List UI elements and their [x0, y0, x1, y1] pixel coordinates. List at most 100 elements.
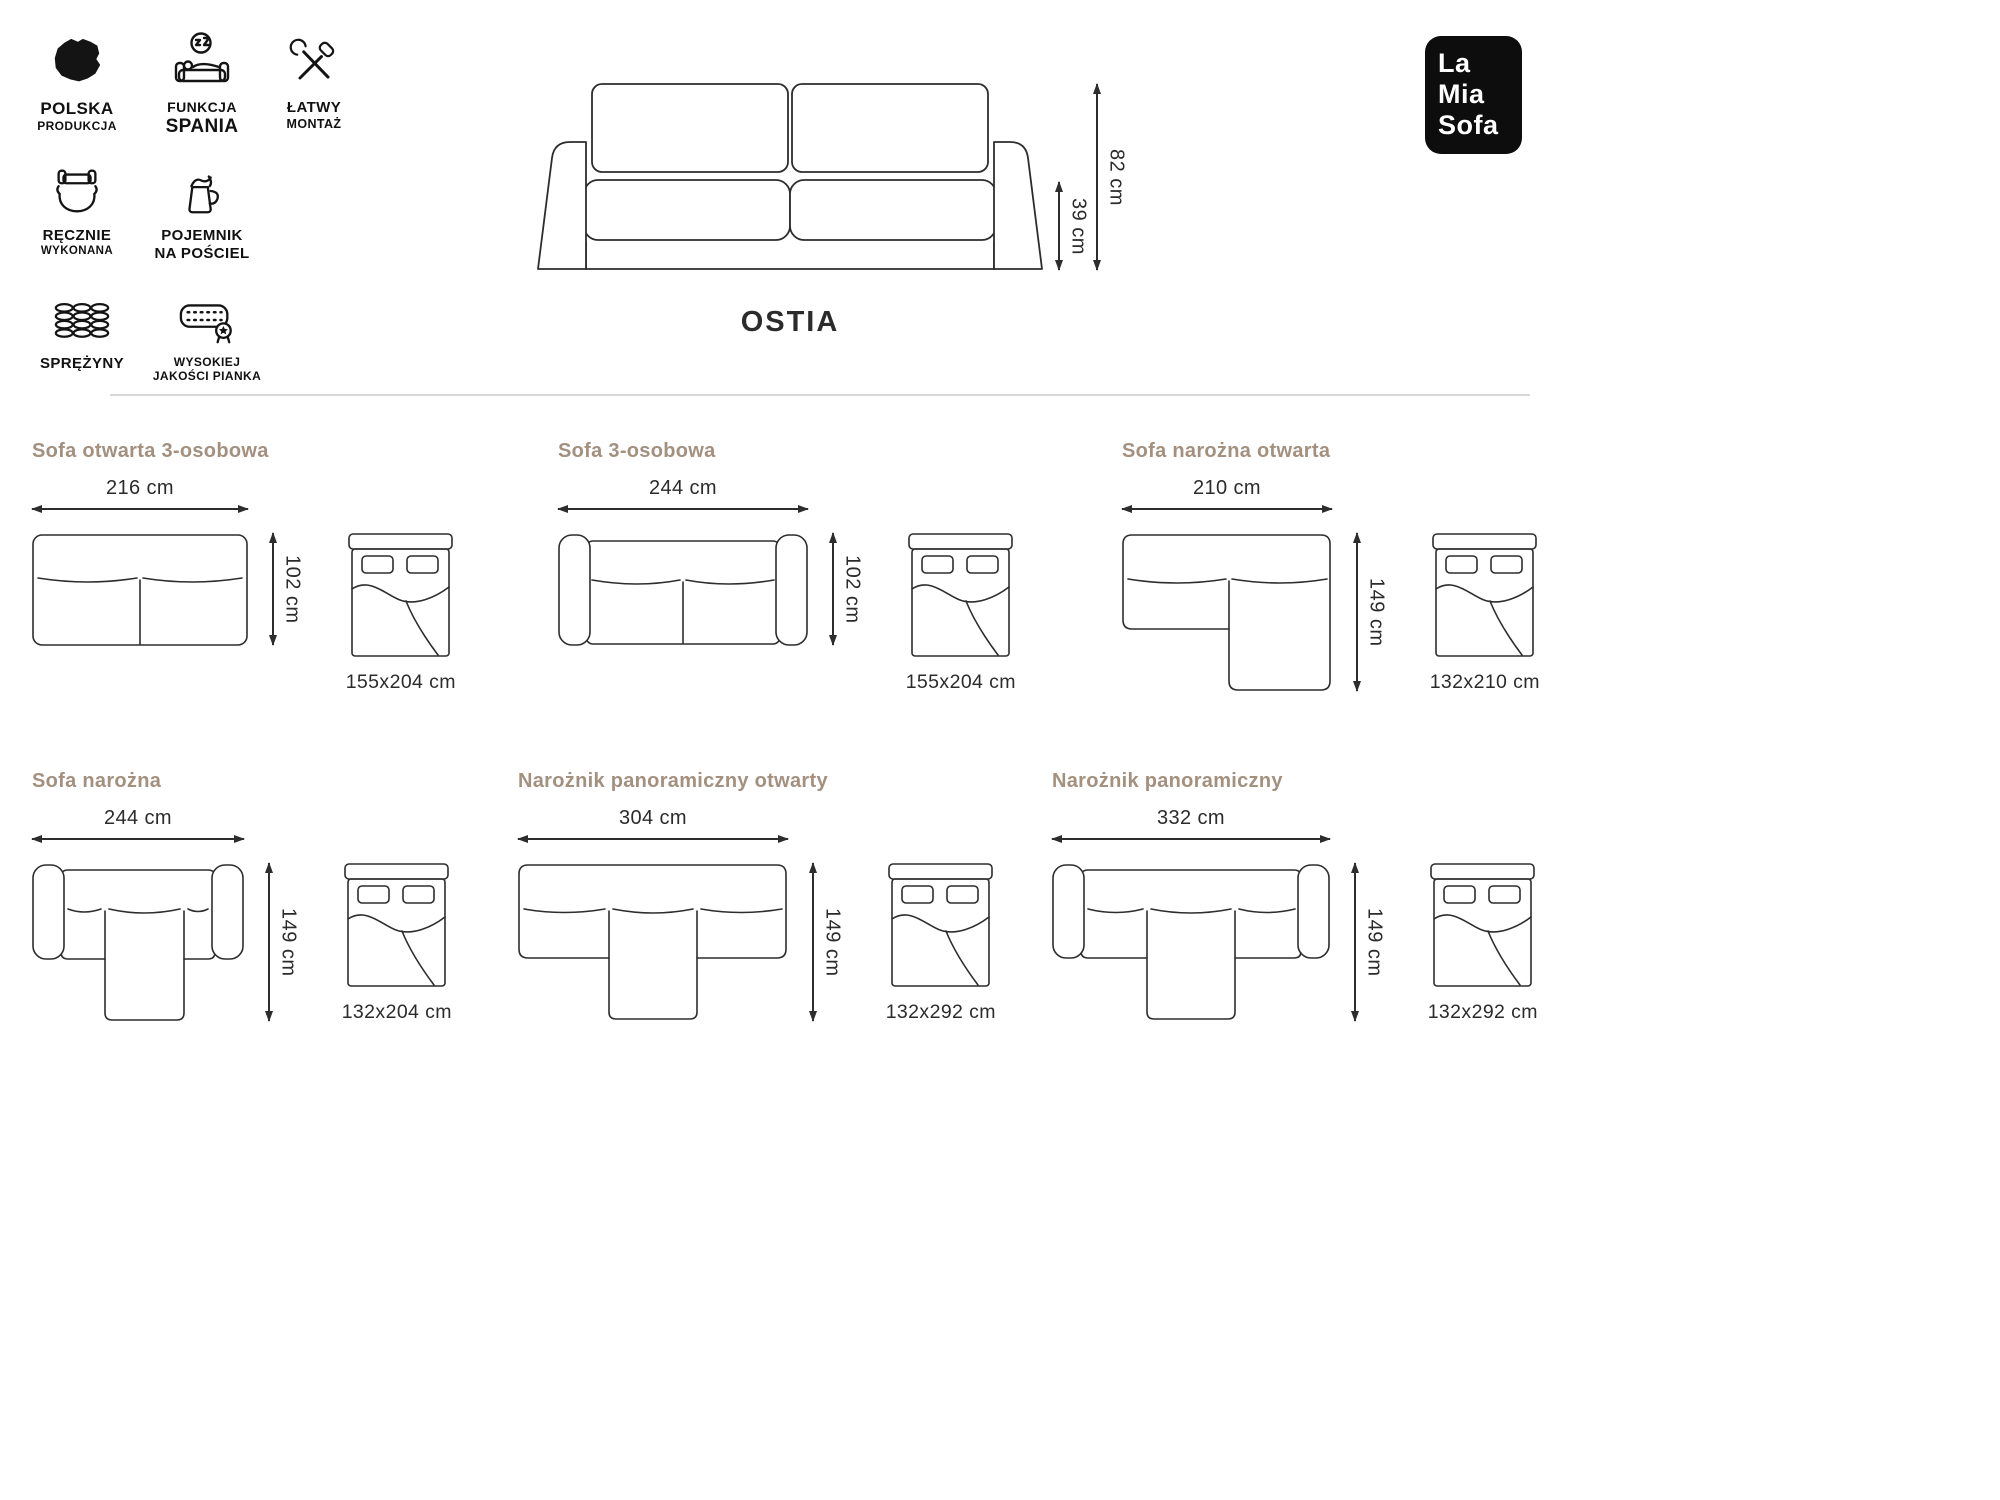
sleep-function-icon: [174, 32, 230, 83]
easy-assembly-tools-icon: [289, 38, 335, 80]
springs-icon: [54, 303, 110, 338]
width-dimension: 216 cm: [32, 477, 248, 510]
logo-line-1: La: [1438, 48, 1471, 78]
feature-label: WYSOKIEJ: [173, 355, 241, 369]
feature-sublabel: WYKONANA: [40, 244, 114, 257]
sofa-top-view-drawing: [32, 533, 248, 646]
bed-size-value: 132x210 cm: [1429, 671, 1540, 693]
seat-height-dimension: 39 cm: [1058, 182, 1090, 270]
width-value: 216 cm: [106, 477, 174, 499]
bed-top-view-drawing: [344, 863, 450, 987]
depth-dimension: 102 cm: [832, 533, 864, 645]
depth-value: 149 cm: [277, 907, 300, 977]
bed-size-value: 155x204 cm: [905, 671, 1016, 693]
feature-pojemnik-na-posciel: POJEMNIK NA POŚCIEL: [142, 158, 262, 262]
variant-card-sofa-otwarta-3-osobowa: Sofa otwarta 3-osobowa 216 cm 102 cm: [32, 440, 456, 694]
depth-dimension: 149 cm: [812, 863, 844, 1021]
feature-label: POLSKA: [40, 99, 114, 118]
sofa-top-view-drawing: [518, 863, 787, 1020]
width-dimension: 244 cm: [32, 807, 244, 840]
feature-sublabel: SPANIA: [165, 115, 239, 137]
feature-latwy-montaz: ŁATWY MONTAŻ: [264, 30, 364, 131]
bed-top-view-drawing: [908, 533, 1014, 657]
bedding-storage-icon: [188, 175, 219, 214]
bed-top-view-drawing: [1430, 863, 1536, 987]
variant-title: Narożnik panoramiczny: [1052, 770, 1283, 792]
bed-size-value: 132x292 cm: [885, 1001, 996, 1023]
handmade-icon: [56, 169, 98, 213]
variant-title: Sofa narożna otwarta: [1122, 440, 1331, 462]
dimension-arrow: [32, 508, 248, 510]
variant-title: Sofa 3-osobowa: [558, 440, 716, 462]
dimension-arrow: [1356, 533, 1358, 691]
depth-dimension: 102 cm: [272, 533, 304, 645]
depth-value: 102 cm: [281, 554, 304, 624]
sofa-top-view-drawing: [558, 533, 808, 646]
seat-height-value: 39 cm: [1067, 197, 1090, 255]
feature-recznie-wykonana: RĘCZNIE WYKONANA: [22, 158, 132, 258]
width-value: 304 cm: [619, 807, 687, 829]
poland-map-icon: [54, 38, 101, 82]
product-title: OSTIA: [740, 306, 840, 338]
feature-sublabel: JAKOŚCI PIANKA: [152, 369, 262, 384]
depth-dimension: 149 cm: [268, 863, 300, 1021]
section-divider: [110, 394, 1530, 396]
total-height-dimension: 82 cm: [1096, 84, 1128, 270]
sofa-top-view-drawing: [1052, 863, 1330, 1020]
variant-title: Sofa otwarta 3-osobowa: [32, 440, 269, 462]
sofa-top-view-drawing: [1122, 533, 1331, 691]
total-height-value: 82 cm: [1105, 148, 1128, 206]
width-dimension: 210 cm: [1122, 477, 1332, 510]
dimension-arrow: [1052, 838, 1330, 840]
depth-value: 149 cm: [1363, 907, 1386, 977]
logo-line-2: Mia: [1438, 78, 1485, 109]
sofa-top-view-drawing: [32, 863, 244, 1021]
feature-label: RĘCZNIE: [42, 227, 112, 244]
variant-card-sofa-narozna-otwarta: Sofa narożna otwarta 210 cm 149 cm: [1122, 440, 1540, 694]
variant-card-naroznik-panoramiczny: Narożnik panoramiczny 332 cm: [1052, 770, 1538, 1024]
feature-polska-produkcja: POLSKA PRODUKCJA: [22, 30, 132, 133]
variant-card-naroznik-panoramiczny-otwarty: Narożnik panoramiczny otwarty 304 cm: [518, 770, 996, 1024]
dimension-arrow: [812, 863, 814, 1021]
width-value: 244 cm: [104, 807, 172, 829]
bed-top-view-drawing: [888, 863, 994, 987]
depth-value: 149 cm: [1365, 577, 1388, 647]
bed-size-value: 155x204 cm: [345, 671, 456, 693]
variant-card-sofa-3-osobowa: Sofa 3-osobowa 244 cm 102 cm: [558, 440, 1016, 694]
dimension-arrow: [1058, 182, 1060, 270]
bed-size-value: 132x292 cm: [1427, 1001, 1538, 1023]
bed-top-view-drawing: [348, 533, 454, 657]
sofa-front-view-svg: [537, 83, 1043, 270]
depth-dimension: 149 cm: [1356, 533, 1388, 691]
width-dimension: 244 cm: [558, 477, 808, 510]
logo-line-3: Sofa: [1438, 109, 1499, 140]
dimension-arrow: [268, 863, 270, 1021]
depth-dimension: 149 cm: [1354, 863, 1386, 1021]
dimension-arrow: [272, 533, 274, 645]
feature-funkcja-spania: FUNKCJA SPANIA: [142, 30, 262, 138]
dimension-arrow: [558, 508, 808, 510]
feature-sublabel: MONTAŻ: [286, 116, 342, 131]
dimension-arrow: [32, 838, 244, 840]
depth-value: 102 cm: [841, 554, 864, 624]
depth-value: 149 cm: [821, 907, 844, 977]
feature-label: ŁATWY: [286, 99, 342, 116]
dimension-arrow: [518, 838, 788, 840]
width-dimension: 332 cm: [1052, 807, 1330, 840]
dimension-arrow: [1122, 508, 1332, 510]
sofa-front-view-drawing: [530, 72, 1050, 277]
variant-card-sofa-narozna: Sofa narożna 244 cm: [32, 770, 452, 1024]
dimension-arrow: [832, 533, 834, 645]
feature-wysokiej-jakosci-pianka: WYSOKIEJ JAKOŚCI PIANKA: [148, 286, 266, 383]
bed-top-view-drawing: [1432, 533, 1538, 657]
width-dimension: 304 cm: [518, 807, 788, 840]
bed-size-value: 132x204 cm: [341, 1001, 452, 1023]
foam-quality-icon: [179, 304, 232, 344]
dimension-arrow: [1354, 863, 1356, 1021]
feature-sublabel: NA POŚCIEL: [154, 244, 250, 262]
feature-sprezyny: SPRĘŻYNY: [22, 286, 142, 373]
feature-label: FUNKCJA: [167, 99, 237, 115]
feature-label: POJEMNIK: [161, 227, 243, 244]
variant-title: Sofa narożna: [32, 770, 162, 792]
